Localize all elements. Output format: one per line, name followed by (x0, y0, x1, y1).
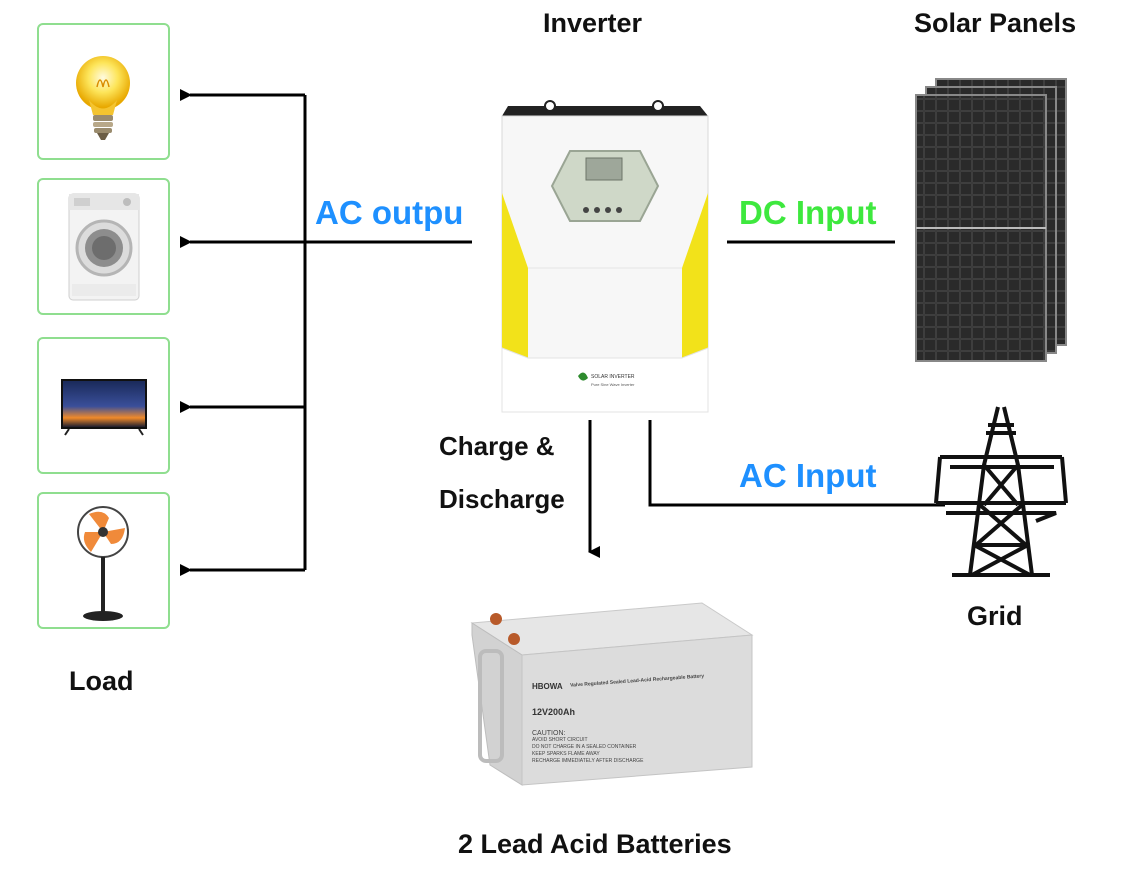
inverter-brand-text: SOLAR INVERTER (591, 374, 635, 380)
battery-caution-1: AVOID SHORT CIRCUIT (532, 737, 588, 743)
washing-machine-icon (68, 193, 140, 301)
solar-panels-icon (915, 78, 1067, 362)
load-item-television (37, 337, 170, 474)
grid-label: Grid (967, 601, 1023, 631)
inverter-subtitle-text: Pure Sine Wave Inverter (591, 382, 635, 387)
load-item-standing-fan (37, 492, 170, 629)
light-bulb-icon (76, 56, 130, 140)
ac-input-line (648, 420, 945, 507)
transmission-tower-icon (934, 406, 1068, 577)
battery-caution-title: CAUTION: (532, 730, 566, 737)
batteries-label: 2 Lead Acid Batteries (458, 829, 732, 859)
load-item-washing-machine (37, 178, 170, 315)
battery-unit (470, 602, 754, 786)
ac-output-label: AC outpu (315, 194, 464, 231)
standing-fan-icon (77, 506, 129, 621)
ac-input-label: AC Input (739, 457, 877, 494)
inverter-label: Inverter (543, 8, 643, 38)
television-icon (61, 379, 147, 436)
battery-caution-2: DO NOT CHARGE IN A SEALED CONTAINER (532, 744, 637, 750)
battery-caution-3: KEEP SPARKS FLAME AWAY (532, 751, 600, 757)
dc-input-label: DC Input (739, 194, 877, 231)
battery-caution-4: RECHARGE IMMEDIATELY AFTER DISCHARGE (532, 758, 644, 764)
charge-label-line1: Charge & (439, 431, 555, 461)
load-label: Load (69, 666, 134, 696)
charge-discharge-label: Charge & Discharge (439, 420, 565, 526)
inverter-unit (501, 100, 709, 413)
load-item-light-bulb (37, 23, 170, 160)
solar-panels-label: Solar Panels (914, 8, 1077, 38)
charge-label-line2: Discharge (439, 484, 565, 514)
battery-model: 12V200Ah (532, 707, 576, 717)
battery-caution: CAUTION: AVOID SHORT CIRCUIT DO NOT CHAR… (532, 730, 643, 765)
battery-brand: HBOWA (532, 682, 563, 691)
